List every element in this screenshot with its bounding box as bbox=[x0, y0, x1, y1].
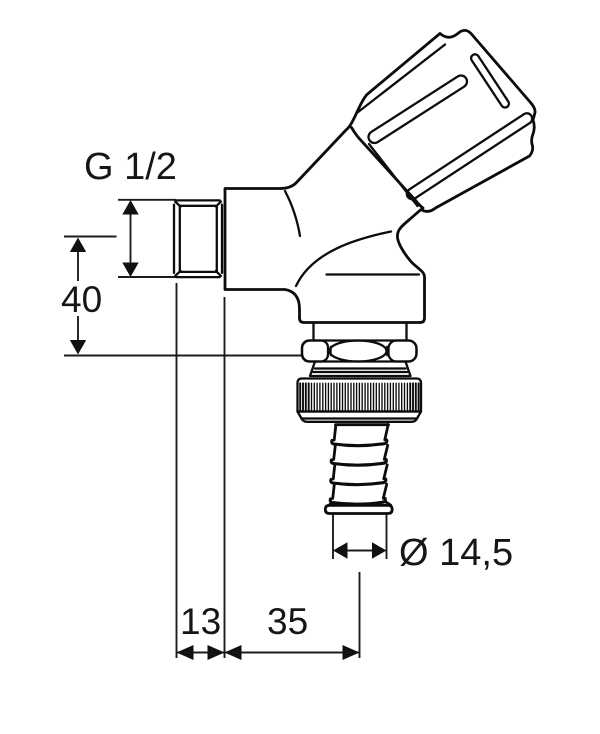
svg-text:40: 40 bbox=[61, 279, 102, 320]
svg-text:13: 13 bbox=[180, 601, 221, 642]
svg-text:35: 35 bbox=[267, 601, 308, 642]
svg-text:Ø 14,5: Ø 14,5 bbox=[399, 532, 513, 574]
svg-text:G 1/2: G 1/2 bbox=[84, 146, 177, 188]
